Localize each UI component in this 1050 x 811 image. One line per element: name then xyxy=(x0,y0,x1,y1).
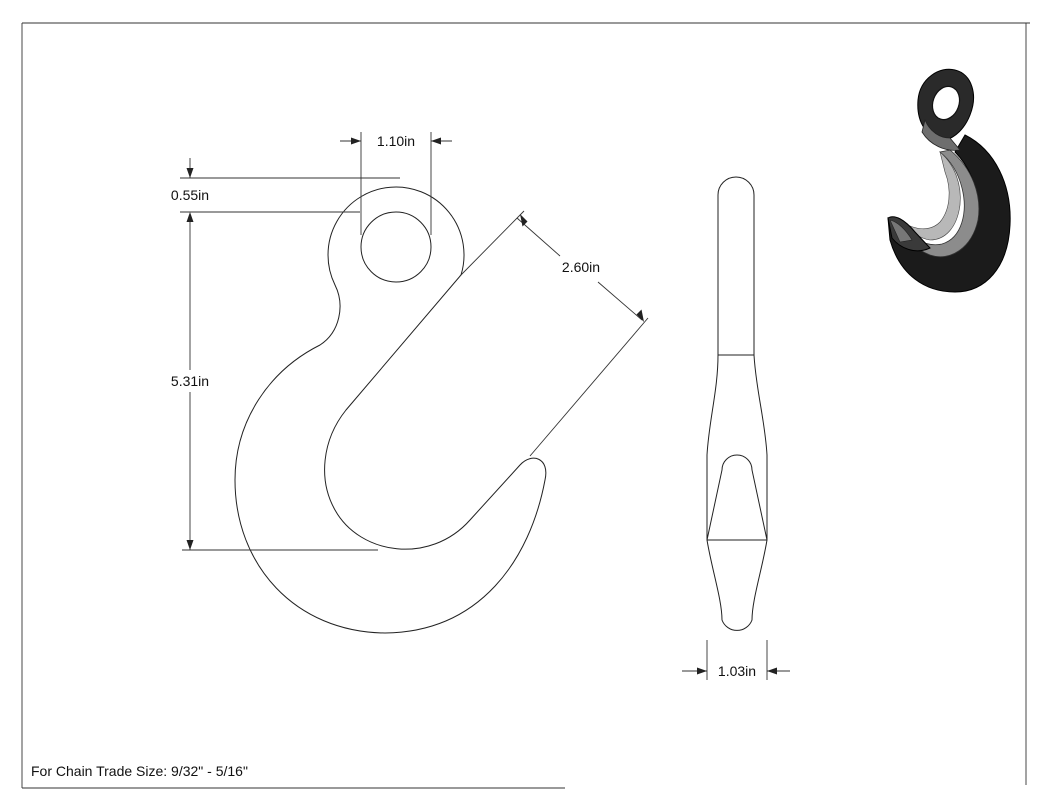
hook-front-view xyxy=(234,186,547,634)
dimension-eye-width: 1.10in xyxy=(340,132,452,235)
hook-isometric-view xyxy=(887,68,1011,293)
dimension-label-thickness: 1.03in xyxy=(718,663,756,679)
dimension-overall-height: 5.31in xyxy=(171,222,378,551)
eye-hole xyxy=(360,211,432,283)
dimension-label-overall-height: 5.31in xyxy=(171,373,209,389)
dimension-label-throat-opening: 2.60in xyxy=(562,259,600,275)
hook-side-view xyxy=(706,176,768,631)
dimension-label-eye-offset: 0.55in xyxy=(171,187,209,203)
dimension-thickness: 1.03in xyxy=(682,640,790,680)
dimension-label-eye-width: 1.10in xyxy=(377,133,415,149)
dimension-throat-opening: 2.60in xyxy=(459,210,649,457)
dimension-eye-offset: 0.55in xyxy=(171,158,400,222)
sheet-border xyxy=(21,22,1030,789)
chain-trade-size-note: For Chain Trade Size: 9/32" - 5/16" xyxy=(31,763,248,779)
